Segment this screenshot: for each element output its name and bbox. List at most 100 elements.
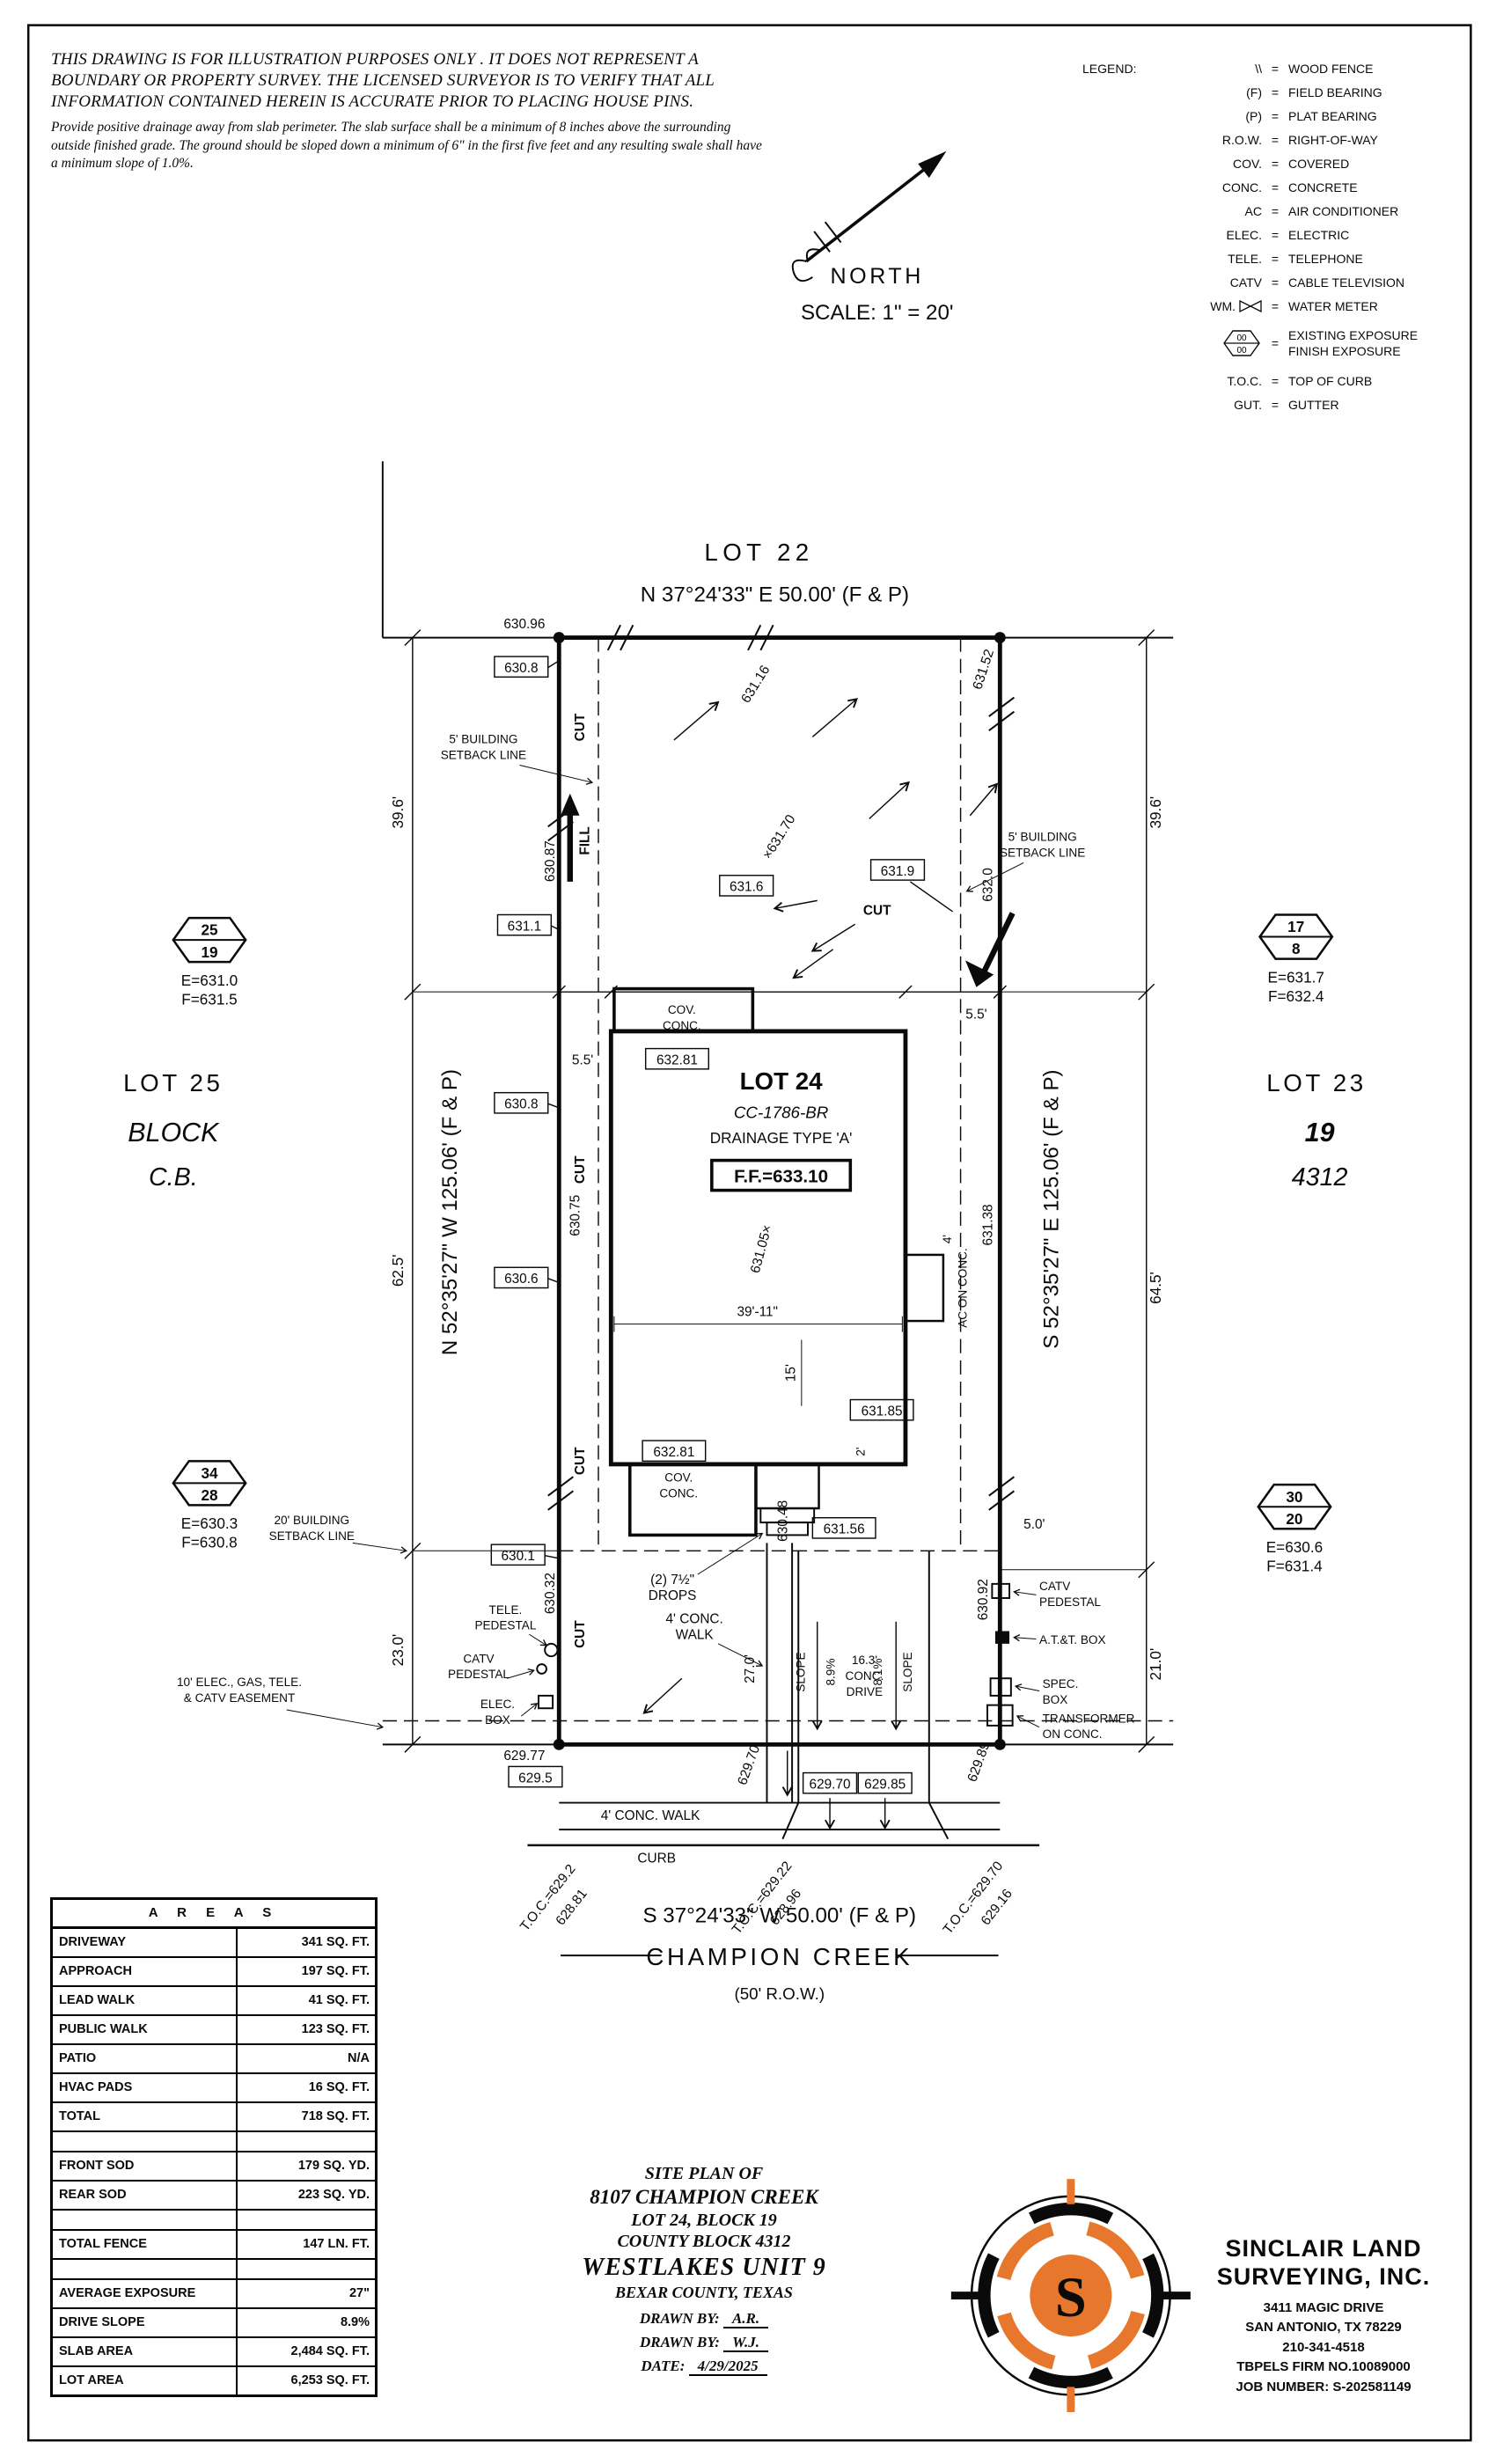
dim-right-1: 39.6': [1147, 796, 1164, 829]
setback5-left-label-2: SETBACK LINE: [441, 748, 526, 761]
table-row-spacer: [53, 2260, 375, 2280]
svg-text:E=630.6: E=630.6: [1266, 1538, 1323, 1556]
catv-pedestal-right-label-2: PEDESTAL: [1039, 1595, 1101, 1609]
logo-letter: S: [1055, 2266, 1087, 2328]
spot-elev: 632.81: [656, 1052, 698, 1067]
table-row-spacer: [53, 2132, 375, 2152]
att-box-label: A.T.&T. BOX: [1039, 1633, 1105, 1646]
disclaimer-text: THIS DRAWING IS FOR ILLUSTRATION PURPOSE…: [51, 50, 715, 112]
company-name-line-2: SURVEYING, INC.: [1216, 2262, 1431, 2290]
setback20-label-2: SETBACK LINE: [269, 1529, 355, 1543]
finished-floor-elevation: F.F.=633.10: [734, 1167, 828, 1187]
svg-text:F=632.4: F=632.4: [1268, 987, 1324, 1005]
catv-pedestal-left-label-1: CATV: [463, 1652, 494, 1665]
drops-label-2: DROPS: [649, 1588, 697, 1603]
svg-text:8: 8: [1292, 940, 1301, 957]
spot-elev: 631.85: [862, 1404, 903, 1419]
hex-marker-34-28: 34 28 E=630.3 F=630.8: [172, 1460, 247, 1551]
spot-elev: 630.87: [543, 840, 558, 882]
drawn-by-row: DRAWN BY: A.R.: [488, 2309, 920, 2328]
dim-left-3: 23.0': [389, 1634, 407, 1667]
spot-elev: 629.70: [735, 1743, 763, 1787]
dim-right-2: 64.5': [1147, 1272, 1164, 1304]
drive-label-2: CONC.: [846, 1669, 884, 1683]
drops-label-1: (2) 7½": [650, 1573, 694, 1588]
svg-text:E=630.3: E=630.3: [181, 1514, 238, 1532]
date-row: DATE: 4/29/2025: [488, 2357, 920, 2376]
elec-box-label-1: ELEC.: [480, 1698, 515, 1711]
sheet-border: [26, 24, 1472, 2442]
company-phone: 210-341-4518: [1282, 2339, 1365, 2355]
spot-elev: 631.9: [881, 864, 914, 879]
svg-text:00: 00: [1236, 334, 1247, 343]
setback5-right-label-2: SETBACK LINE: [1000, 846, 1085, 859]
spot-elev: 631.1: [508, 919, 541, 934]
street-name: CHAMPION CREEK: [646, 1943, 913, 1970]
drawn-by-value: A.R.: [722, 2309, 769, 2328]
cut-label: CUT: [573, 713, 588, 741]
bearing-top: N 37°24'33" E 50.00' (F & P): [641, 583, 909, 606]
legend-row-exposure: 00 00 = EXISTING EXPOSURE FINISH EXPOSUR…: [1156, 318, 1478, 369]
county-block-line: COUNTY BLOCK 4312: [617, 2231, 791, 2251]
svg-text:19: 19: [201, 943, 217, 961]
legend-row-catv: CATV = CABLE TELEVISION: [1229, 275, 1405, 290]
dim-2ft: 2': [854, 1448, 867, 1456]
easement-label-2: & CATV EASEMENT: [184, 1691, 296, 1705]
transformer-label-1: TRANSFORMER: [1043, 1712, 1135, 1725]
ac-on-conc-label: AC ON CONC.: [957, 1248, 970, 1328]
spot-elev: 630.75: [568, 1195, 583, 1236]
cut-label: CUT: [573, 1620, 588, 1648]
spot-elev: 631.38: [980, 1204, 995, 1245]
legend-row-telephone: TELE. = TELEPHONE: [1228, 251, 1363, 266]
cov-label: COV.: [664, 1471, 693, 1485]
spot-elev: 632.0: [980, 868, 995, 901]
lot23-county-block: 4312: [1292, 1163, 1348, 1192]
row-width-label: (50' R.O.W.): [734, 1984, 825, 2003]
spec-box-label-2: BOX: [1043, 1693, 1068, 1706]
spot-elev: 631.16: [738, 663, 773, 706]
lot25-label: LOT 25: [123, 1069, 223, 1096]
legend: LEGEND: \\ = WOOD FENCE (F) = FIELD BEAR…: [1082, 56, 1478, 416]
company-address-2: SAN ANTONIO, TX 78229: [1245, 2320, 1402, 2336]
scale-label: SCALE: 1" = 20': [801, 301, 954, 325]
spot-elev: 630.92: [976, 1579, 991, 1620]
drawn-by-value: W.J.: [723, 2333, 768, 2352]
dim-55-left: 5.5': [572, 1052, 593, 1067]
hex-marker-25-19: 25 19 E=631.0 F=631.5: [172, 916, 247, 1008]
company-address-1: 3411 MAGIC DRIVE: [1263, 2299, 1384, 2315]
legend-row-toc: T.O.C. = TOP OF CURB: [1227, 373, 1373, 388]
spot-elev: 631.56: [824, 1522, 865, 1537]
fence-marks: [547, 624, 1016, 1511]
catv-pedestal-left-label-2: PEDESTAL: [448, 1668, 510, 1681]
spot-elev: 631.6: [730, 880, 763, 895]
hex-marker-30-20: 30 20 E=630.6 F=631.4: [1257, 1483, 1332, 1575]
site-address: 8107 CHAMPION CREEK: [590, 2186, 818, 2208]
exposure-hex-icon: 00 00: [1223, 330, 1260, 356]
exposure-markers: 25 19 E=631.0 F=631.5 17 8 E=631.7 F=632…: [172, 913, 1334, 1575]
setback5-right-label-1: 5' BUILDING: [1008, 830, 1077, 843]
dim-4ft: 4': [941, 1235, 954, 1243]
property-boundary: [381, 461, 1174, 1750]
drainage-type: DRAINAGE TYPE 'A': [710, 1129, 853, 1147]
dim-50: 5.0': [1023, 1517, 1045, 1532]
svg-text:E=631.7: E=631.7: [1268, 968, 1324, 986]
company-firm-number: TBPELS FIRM NO.10089000: [1236, 2359, 1411, 2375]
catv-pedestal-right-label-1: CATV: [1039, 1580, 1070, 1593]
cut-label: CUT: [573, 1155, 588, 1184]
setback5-left-label-1: 5' BUILDING: [449, 732, 517, 745]
spot-elev: 630.1: [501, 1549, 534, 1564]
dim-right-3: 21.0': [1147, 1648, 1164, 1681]
lot24-label: LOT 24: [740, 1067, 824, 1095]
tele-pedestal-label-1: TELE.: [489, 1603, 523, 1617]
